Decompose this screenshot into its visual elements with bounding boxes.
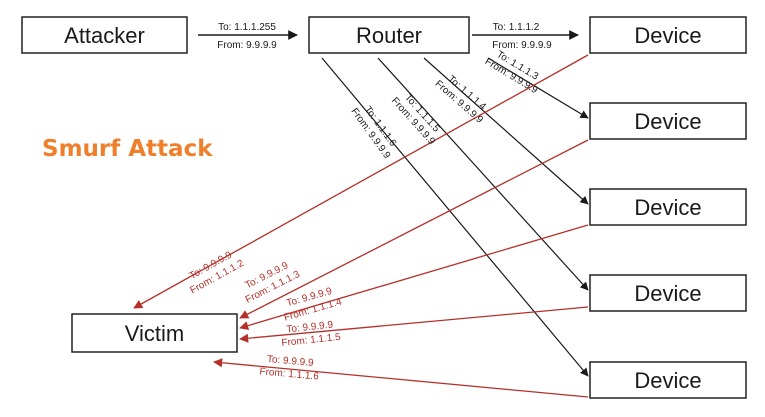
- arrow-device-1-to-victim: [133, 54, 589, 309]
- arrow-device-3-to-victim: [239, 224, 589, 331]
- arrow-device-4-to-victim: [239, 306, 589, 343]
- node-device-label: Device: [634, 195, 701, 220]
- packet-label-router-device-3: To: 1.1.1.4 From: 9.9.9.9: [433, 74, 488, 126]
- packet-to: To: 9.9.9.9: [266, 354, 314, 369]
- node-device-2: Device: [589, 102, 747, 140]
- packet-label-device-4-victim: To: 9.9.9.9 From: 1.1.1.5: [281, 320, 342, 349]
- node-device-3: Device: [589, 188, 747, 226]
- arrow-router-to-device-3: [423, 57, 589, 205]
- diagram-title: Smurf Attack: [42, 136, 213, 162]
- node-device-label: Device: [634, 109, 701, 134]
- node-victim-label: Victim: [125, 321, 185, 346]
- node-device-label: Device: [634, 281, 701, 306]
- packet-to: To: 1.1.1.2: [493, 22, 540, 33]
- packet-label-device-5-victim: To: 9.9.9.9 From: 1.1.1.6: [259, 354, 320, 383]
- packet-label-attacker-router: To: 1.1.1.255 From: 9.9.9.9: [217, 22, 277, 51]
- node-device-1: Device: [589, 16, 747, 54]
- packet-label-device-1-victim: To: 9.9.9.9 From: 1.1.1.2: [188, 249, 246, 296]
- arrow-router-to-device-4: [377, 57, 589, 291]
- arrow-device-2-to-victim: [239, 139, 589, 319]
- node-device-label: Device: [634, 23, 701, 48]
- node-device-label: Device: [634, 368, 701, 393]
- node-device-5: Device: [589, 361, 747, 399]
- node-router: Router: [308, 16, 470, 54]
- packet-to: To: 1.1.1.255: [218, 22, 276, 33]
- packet-label-device-3-victim: To: 9.9.9.9 From: 1.1.1.4: [283, 286, 344, 324]
- node-router-label: Router: [356, 23, 422, 48]
- node-attacker: Attacker: [21, 16, 188, 54]
- node-victim: Victim: [71, 313, 238, 353]
- packet-from: From: 1.1.1.6: [259, 366, 320, 382]
- packet-to: To: 9.9.9.9: [286, 320, 334, 336]
- node-device-4: Device: [589, 274, 747, 312]
- packet-from: From: 9.9.9.9: [492, 40, 552, 51]
- arrow-router-to-device-2: [487, 57, 589, 119]
- reply-arrows: [133, 54, 589, 398]
- request-arrows: [198, 30, 589, 377]
- arrow-device-5-to-victim: [213, 358, 589, 398]
- packet-label-router-device-2: To: 1.1.1.3 From: 9.9.9.9: [483, 49, 541, 96]
- arrow-router-to-device-5: [321, 57, 589, 377]
- packet-label-router-device-1: To: 1.1.1.2 From: 9.9.9.9: [492, 22, 552, 51]
- node-attacker-label: Attacker: [64, 23, 145, 48]
- packet-from: From: 9.9.9.9: [217, 40, 277, 51]
